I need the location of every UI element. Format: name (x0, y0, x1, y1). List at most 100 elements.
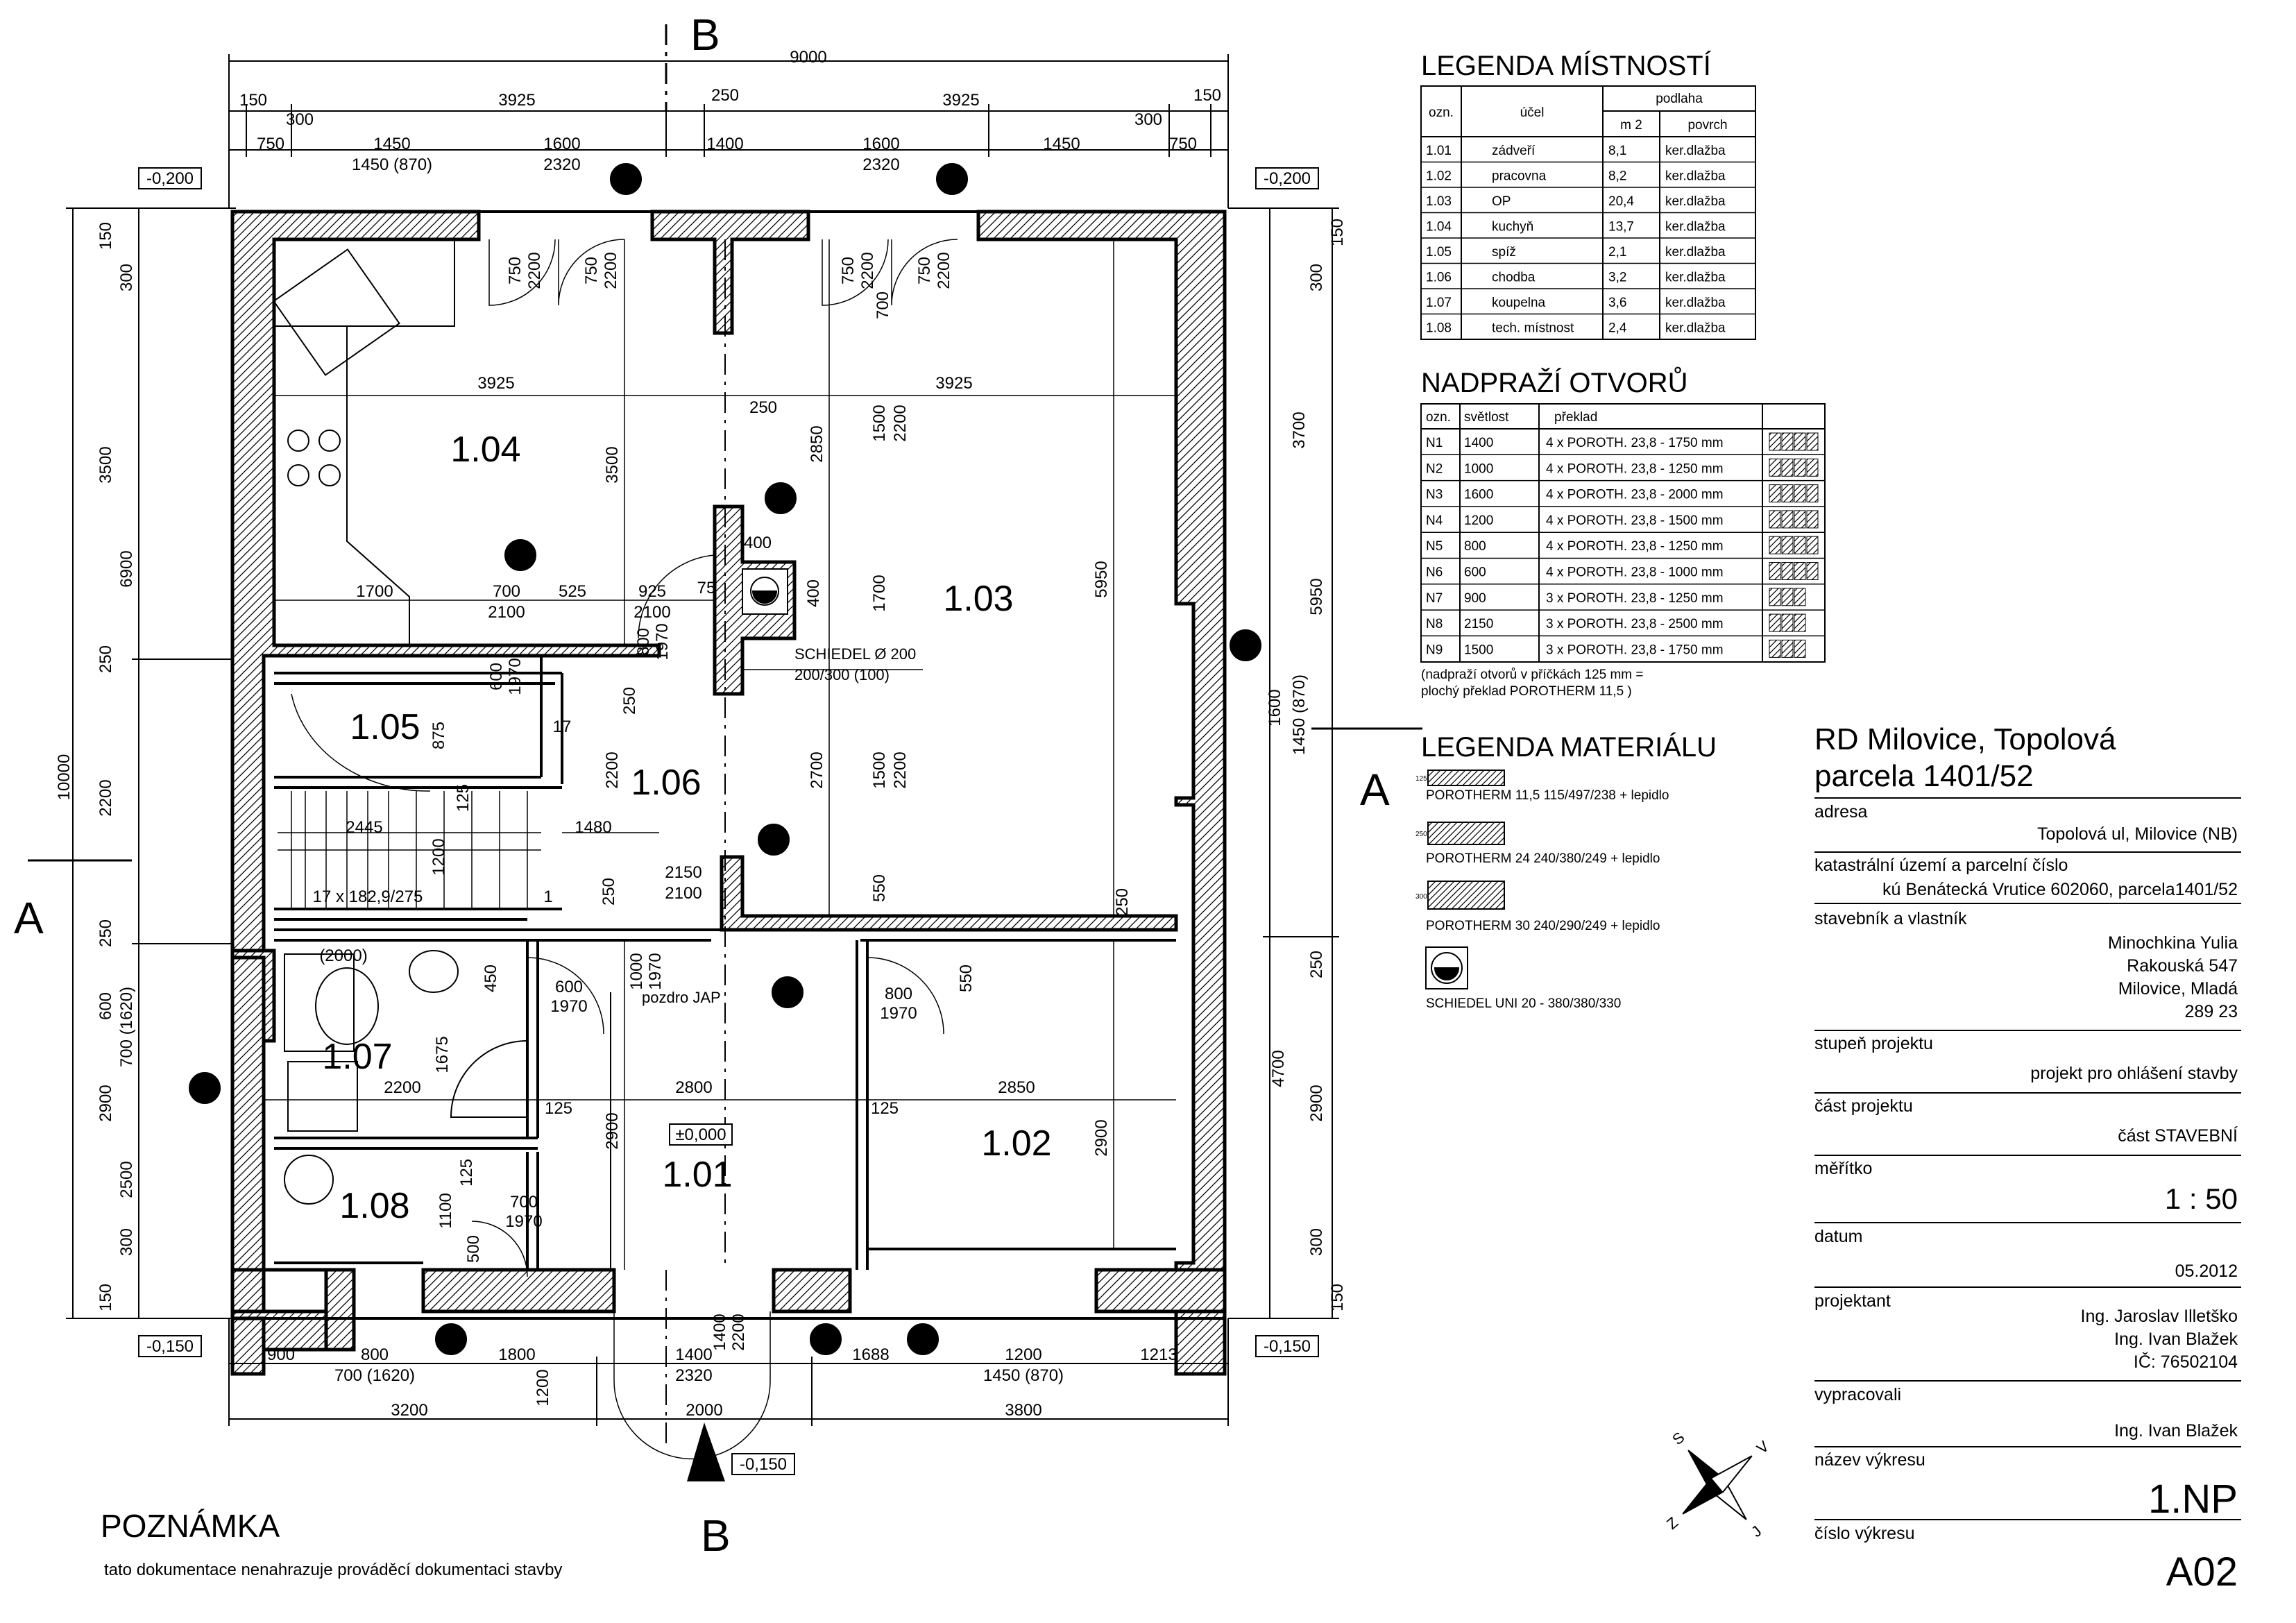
svg-text:1450 (870): 1450 (870) (983, 1366, 1064, 1385)
svg-text:1600: 1600 (1266, 689, 1284, 726)
inner-dimension-text: 3925 3925 250 3500 2850 1500 2200 1700 7… (313, 252, 1132, 1350)
svg-text:150: 150 (1193, 86, 1221, 105)
svg-text:700: 700 (493, 582, 520, 601)
svg-text:125: 125 (545, 1099, 572, 1118)
svg-text:3925: 3925 (477, 374, 514, 393)
svg-text:N9: N9 (771, 490, 790, 507)
lintel-block-icon (1769, 639, 1781, 658)
lintel-row-span: 2150 (1464, 617, 1493, 631)
svg-text:J: J (1748, 1522, 1764, 1540)
svg-text:700: 700 (874, 291, 892, 319)
svg-text:5950: 5950 (1092, 561, 1111, 597)
svg-text:800: 800 (361, 1345, 389, 1364)
svg-text:300: 300 (1307, 1228, 1326, 1256)
svg-text:5950: 5950 (1307, 578, 1326, 615)
svg-text:1600: 1600 (543, 135, 580, 153)
left-dimension-lines (66, 207, 236, 1319)
lintel-block-icon (1769, 510, 1781, 529)
room-row-area: 13,7 (1608, 220, 1634, 235)
room-row-surface: ker.dlažba (1665, 296, 1726, 310)
svg-text:3925: 3925 (935, 374, 972, 393)
svg-text:N3: N3 (616, 171, 636, 188)
svg-text:750: 750 (839, 257, 858, 284)
svg-text:2100: 2100 (633, 603, 670, 622)
kitchen-sink (273, 248, 400, 376)
room-row-ozn: 1.02 (1426, 169, 1452, 184)
room-row-area: 3,6 (1608, 296, 1626, 310)
title-block: RD Milovice, Topolová parcela 1401/52 ad… (1814, 722, 2241, 1595)
opening-n1: N1 (810, 1323, 842, 1355)
svg-text:250: 250 (1307, 951, 1326, 978)
lintel-block-icon (1769, 458, 1781, 477)
svg-text:750: 750 (915, 257, 934, 284)
lintels-table: NADPRAŽÍ OTVORŮ ozn. světlost překlad N1… (1420, 366, 1826, 699)
svg-text:289 23: 289 23 (2185, 1002, 2238, 1021)
svg-text:1400: 1400 (706, 135, 743, 153)
lintel-row-ozn: N3 (1426, 488, 1443, 502)
svg-text:4700: 4700 (1269, 1050, 1288, 1087)
svg-text:2100: 2100 (665, 884, 701, 903)
svg-text:900: 900 (267, 1345, 295, 1364)
svg-text:POZNÁMKA: POZNÁMKA (101, 1508, 280, 1544)
svg-text:-0,200: -0,200 (1264, 169, 1311, 188)
lintel-row-type: 4 x POROTH. 23,8 - 1250 mm (1546, 539, 1724, 554)
svg-text:N7: N7 (511, 547, 530, 564)
svg-text:250: 250 (1415, 831, 1427, 838)
lintel-block-icon (1781, 484, 1794, 503)
svg-text:Milovice, Mladá: Milovice, Mladá (2118, 979, 2238, 999)
svg-text:1200: 1200 (1005, 1345, 1041, 1364)
svg-text:podlaha: podlaha (1656, 92, 1703, 106)
svg-text:1675: 1675 (433, 1036, 452, 1073)
plan-labels: SCHIEDEL Ø 200 200/300 (100) pozdro JAP (642, 645, 916, 1006)
svg-text:vypracovali: vypracovali (1814, 1385, 1901, 1404)
lintel-block-icon (1781, 588, 1794, 606)
lintel-row-span: 1500 (1464, 643, 1493, 657)
svg-text:1970: 1970 (506, 658, 525, 695)
svg-text:2445: 2445 (346, 818, 382, 837)
svg-text:IČ: 76502104: IČ: 76502104 (2134, 1352, 2238, 1372)
room-1-04: 1.04 (450, 430, 520, 470)
svg-text:POROTHERM 30 240/290/249 + l: POROTHERM 30 240/290/249 + lepidlo (1426, 919, 1660, 933)
staircase (278, 693, 541, 909)
svg-text:2800: 2800 (675, 1078, 712, 1097)
svg-text:projekt pro ohlášení stavby: projekt pro ohlášení stavby (2030, 1064, 2238, 1083)
svg-text:účel: účel (1520, 105, 1545, 120)
svg-text:250: 250 (599, 878, 618, 906)
svg-text:část STAVEBNÍ: část STAVEBNÍ (2118, 1125, 2238, 1146)
svg-text:2320: 2320 (543, 155, 580, 174)
svg-text:1400: 1400 (675, 1345, 712, 1364)
room-row-area: 20,4 (1608, 194, 1634, 209)
lintel-row-span: 900 (1464, 591, 1486, 606)
svg-text:300: 300 (286, 110, 314, 129)
svg-text:A02: A02 (2166, 1549, 2238, 1595)
cooktop-burner (287, 430, 309, 452)
svg-text:2100: 2100 (488, 603, 525, 622)
svg-text:pozdro JAP: pozdro JAP (642, 989, 721, 1006)
svg-text:3925: 3925 (942, 91, 979, 110)
svg-text:250: 250 (96, 919, 115, 947)
opening-n5: N5 (435, 1323, 467, 1355)
svg-text:700 (1620): 700 (1620) (117, 987, 136, 1067)
svg-text:150: 150 (1328, 219, 1347, 246)
lintel-row-span: 600 (1464, 566, 1486, 580)
svg-text:250: 250 (96, 645, 115, 673)
svg-text:(2000): (2000) (319, 946, 367, 965)
opening-n3-top-right: N3 (936, 163, 968, 195)
svg-text:název výkresu: název výkresu (1814, 1450, 1925, 1470)
svg-text:datum: datum (1814, 1227, 1862, 1246)
lintel-row-span: 1400 (1464, 436, 1493, 450)
svg-text:1100: 1100 (436, 1193, 455, 1229)
room-1-07: 1.07 (322, 1037, 392, 1077)
lintel-block-icon (1769, 562, 1781, 580)
toilet (315, 967, 379, 1045)
svg-text:17 x 182,9/275: 17 x 182,9/275 (313, 887, 423, 906)
svg-text:číslo výkresu: číslo výkresu (1814, 1524, 1914, 1543)
svg-text:875: 875 (430, 722, 448, 749)
material-swatch-300 (1427, 881, 1505, 910)
dim-total: 9000 (790, 48, 826, 67)
svg-text:1450: 1450 (1043, 135, 1080, 153)
svg-text:600: 600 (487, 663, 506, 690)
svg-text:1450: 1450 (373, 135, 410, 153)
room-row-ucel: zádveří (1492, 144, 1536, 158)
svg-text:300: 300 (1134, 110, 1162, 129)
